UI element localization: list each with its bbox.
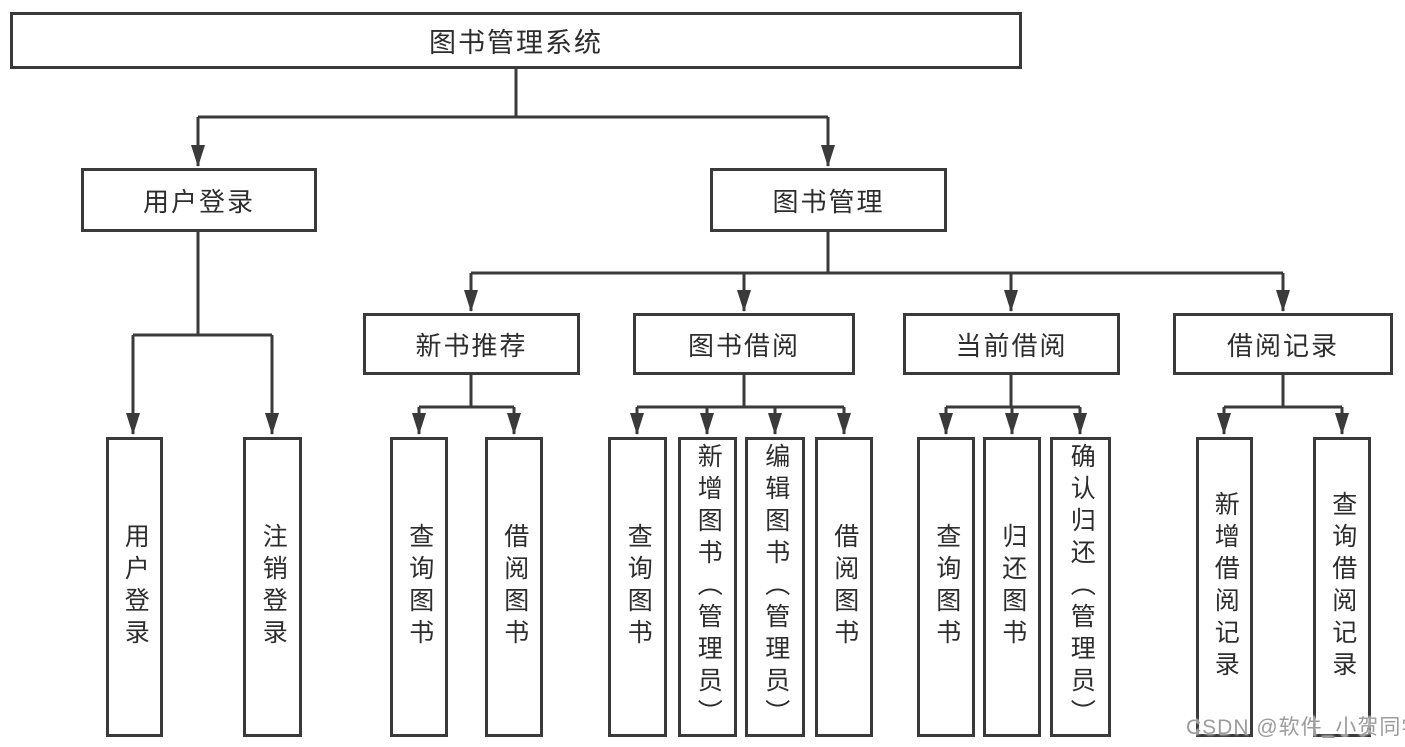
node-book-management-label: 图书管理 — [772, 186, 885, 217]
node-borrowing-records: 借阅记录 — [1173, 313, 1393, 375]
leaf-borrow-books-2-label: 借阅图书 — [830, 523, 859, 651]
leaf-query-books-3: 查询图书 — [917, 437, 975, 737]
node-current-borrowing-label: 当前借阅 — [955, 330, 1068, 361]
leaf-query-books-1-label: 查询图书 — [405, 523, 434, 651]
leaf-query-books-2-label: 查询图书 — [624, 523, 653, 651]
leaf-edit-book-admin-label: 编辑图书（管理员） — [761, 443, 790, 731]
leaf-query-books-3-label: 查询图书 — [932, 523, 961, 651]
watermark-csdn: CSDN @软件_小贺同学 — [1186, 716, 1405, 739]
node-root-label: 图书管理系统 — [429, 28, 603, 58]
leaf-logout: 注销登录 — [243, 437, 302, 737]
leaf-return-books: 归还图书 — [983, 437, 1041, 737]
leaf-confirm-return-admin: 确认归还（管理员） — [1050, 437, 1111, 737]
node-borrowing-records-label: 借阅记录 — [1226, 330, 1339, 361]
node-book-management: 图书管理 — [710, 168, 947, 232]
leaf-edit-book-admin: 编辑图书（管理员） — [745, 437, 805, 737]
leaf-add-book-admin-label: 新增图书（管理员） — [694, 443, 723, 731]
leaf-borrow-books-1-label: 借阅图书 — [500, 523, 529, 651]
node-user-login: 用户登录 — [81, 168, 317, 232]
leaf-query-borrow-record-label: 查询借阅记录 — [1328, 491, 1357, 683]
node-current-borrowing: 当前借阅 — [903, 313, 1120, 375]
leaf-logout-label: 注销登录 — [259, 523, 288, 651]
leaf-confirm-return-admin-label: 确认归还（管理员） — [1067, 443, 1096, 731]
leaf-user-login: 用户登录 — [106, 437, 163, 737]
leaf-add-borrow-record: 新增借阅记录 — [1196, 437, 1253, 737]
leaf-query-books-2: 查询图书 — [608, 437, 667, 737]
leaf-add-book-admin: 新增图书（管理员） — [678, 437, 737, 737]
leaf-user-login-label: 用户登录 — [121, 523, 150, 651]
leaf-query-borrow-record: 查询借阅记录 — [1313, 437, 1371, 737]
node-user-login-label: 用户登录 — [142, 186, 255, 217]
leaf-query-books-1: 查询图书 — [390, 437, 448, 737]
node-root: 图书管理系统 — [10, 12, 1022, 69]
leaf-add-borrow-record-label: 新增借阅记录 — [1211, 491, 1240, 683]
node-book-borrowing: 图书借阅 — [633, 313, 855, 375]
node-new-book-recommend: 新书推荐 — [363, 313, 580, 375]
leaf-borrow-books-2: 借阅图书 — [815, 437, 873, 737]
leaf-return-books-label: 归还图书 — [998, 523, 1027, 651]
node-book-borrowing-label: 图书借阅 — [687, 330, 800, 361]
leaf-borrow-books-1: 借阅图书 — [485, 437, 543, 737]
node-new-book-recommend-label: 新书推荐 — [415, 330, 528, 361]
